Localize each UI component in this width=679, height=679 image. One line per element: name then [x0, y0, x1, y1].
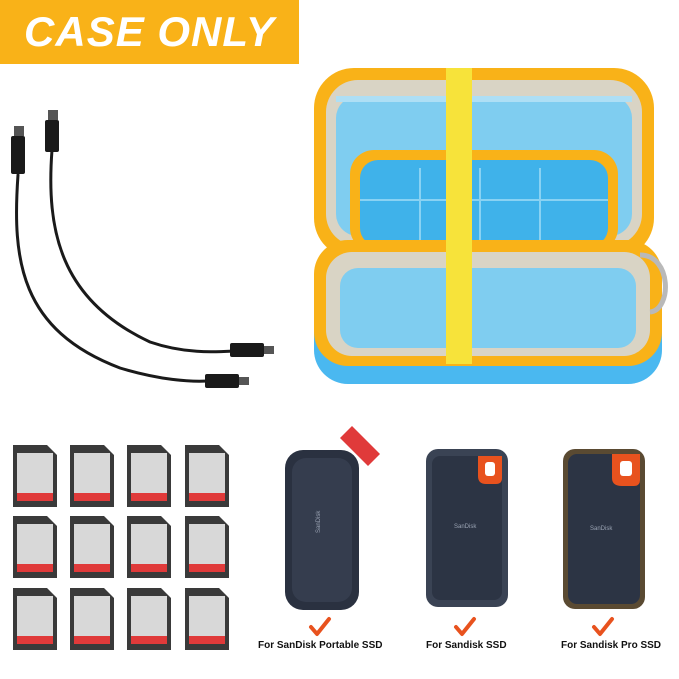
cable-2-plug	[45, 120, 59, 152]
mesh-pocket	[360, 160, 608, 246]
cable-2-end-plug	[230, 343, 264, 357]
cable-2-end-tip	[264, 346, 274, 354]
label-sandisk-ssd: For Sandisk SSD	[426, 640, 507, 651]
label-sandisk-pro-ssd: For Sandisk Pro SSD	[561, 640, 662, 651]
sd-card	[185, 588, 229, 650]
sd-card	[127, 516, 171, 578]
lanyard-tab	[340, 426, 380, 466]
cable-1-end-tip	[239, 377, 249, 385]
carabiner-icon	[639, 252, 668, 315]
elastic-strap-upper	[446, 68, 472, 252]
sd-card-grid	[13, 445, 229, 650]
cable-1-plug	[11, 136, 25, 174]
label-portable-ssd: For SanDisk Portable SSD	[258, 640, 383, 651]
sd-card	[127, 588, 171, 650]
sandisk-portable-ssd: SanDisk	[285, 426, 380, 610]
case-only-banner: CASE ONLY	[0, 0, 299, 64]
sd-card	[185, 445, 229, 507]
cable-1-end-plug	[205, 374, 239, 388]
cable-1-tip	[14, 126, 24, 136]
banner-text: CASE ONLY	[24, 8, 275, 55]
cable-1	[15, 173, 210, 383]
sd-card	[13, 445, 57, 507]
cable-2-tip	[48, 110, 58, 120]
check-icon	[309, 617, 331, 636]
hard-case	[314, 68, 668, 384]
sd-card	[70, 588, 114, 650]
check-icon	[592, 617, 614, 636]
usb-c-cables	[15, 148, 236, 383]
usb-c-connectors	[11, 110, 274, 388]
svg-text:SanDisk: SanDisk	[590, 526, 613, 532]
sd-card	[70, 516, 114, 578]
sandisk-extreme-pro-ssd: SanDisk	[563, 449, 645, 609]
sandisk-extreme-ssd: SanDisk	[426, 449, 508, 607]
sd-card	[13, 588, 57, 650]
case-base-panel	[340, 268, 636, 348]
check-icon	[454, 617, 476, 636]
cable-2	[49, 148, 236, 354]
sd-card	[13, 516, 57, 578]
elastic-strap-lower	[446, 240, 472, 364]
sd-card	[127, 445, 171, 507]
svg-text:SanDisk: SanDisk	[454, 524, 477, 530]
sd-card	[185, 516, 229, 578]
svg-text:SanDisk: SanDisk	[316, 510, 322, 533]
pro-ssd-body	[568, 454, 640, 604]
sd-card	[70, 445, 114, 507]
